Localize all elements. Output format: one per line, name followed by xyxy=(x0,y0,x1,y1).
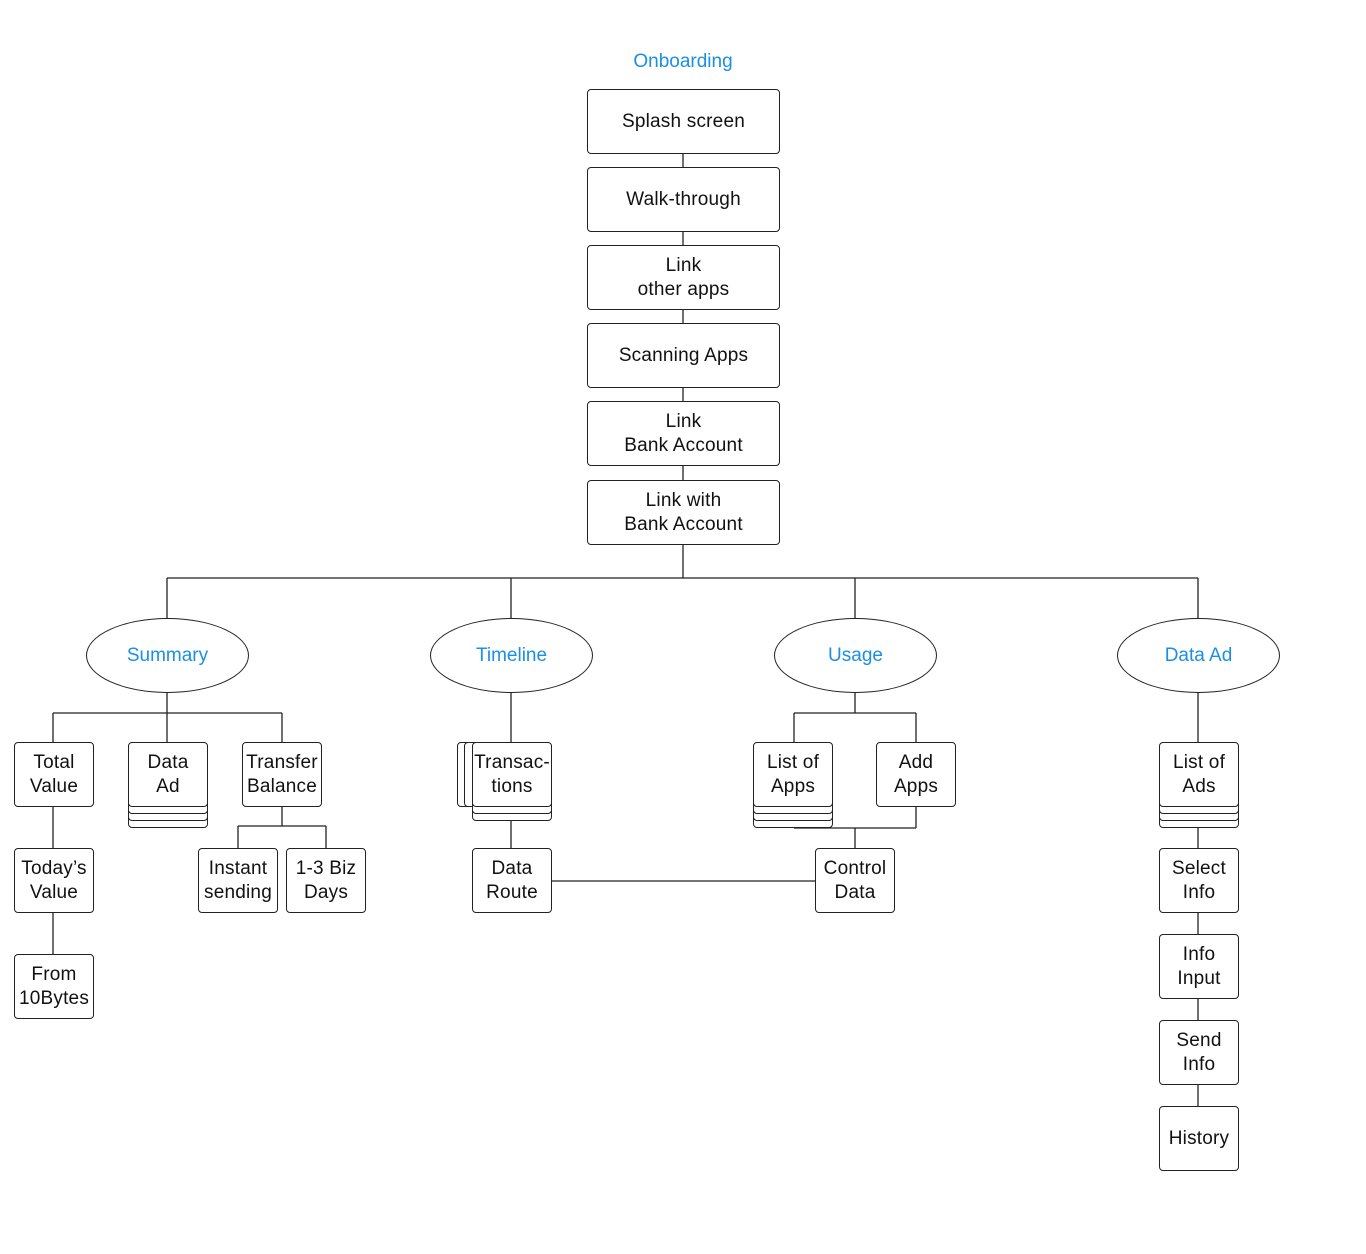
summary-ellipse: Summary xyxy=(86,618,249,693)
biz-days-node: 1-3 Biz Days xyxy=(286,848,366,913)
transactions-node: Transac- tions xyxy=(472,742,552,807)
todays-value-node: Today’s Value xyxy=(14,848,94,913)
transfer-balance-node: Transfer Balance xyxy=(242,742,322,807)
list-of-ads-node: List of Ads xyxy=(1159,742,1239,807)
scanning-apps-node: Scanning Apps xyxy=(587,323,780,388)
timeline-ellipse: Timeline xyxy=(430,618,593,693)
from-10bytes-node: From 10Bytes xyxy=(14,954,94,1019)
list-of-apps-node: List of Apps xyxy=(753,742,833,807)
link-other-apps-node: Link other apps xyxy=(587,245,780,310)
info-input-node: Info Input xyxy=(1159,934,1239,999)
instant-sending-node: Instant sending xyxy=(198,848,278,913)
history-node: History xyxy=(1159,1106,1239,1171)
usage-ellipse: Usage xyxy=(774,618,937,693)
data-route-node: Data Route xyxy=(472,848,552,913)
send-info-node: Send Info xyxy=(1159,1020,1239,1085)
splash-screen-node: Splash screen xyxy=(587,89,780,154)
add-apps-node: Add Apps xyxy=(876,742,956,807)
walk-through-node: Walk-through xyxy=(587,167,780,232)
summary-data-ad-node: Data Ad xyxy=(128,742,208,807)
select-info-node: Select Info xyxy=(1159,848,1239,913)
data-ad-ellipse: Data Ad xyxy=(1117,618,1280,693)
link-with-bank-account-node: Link with Bank Account xyxy=(587,480,780,545)
link-bank-account-node: Link Bank Account xyxy=(587,401,780,466)
total-value-node: Total Value xyxy=(14,742,94,807)
onboarding-title: Onboarding xyxy=(633,51,733,72)
control-data-node: Control Data xyxy=(815,848,895,913)
